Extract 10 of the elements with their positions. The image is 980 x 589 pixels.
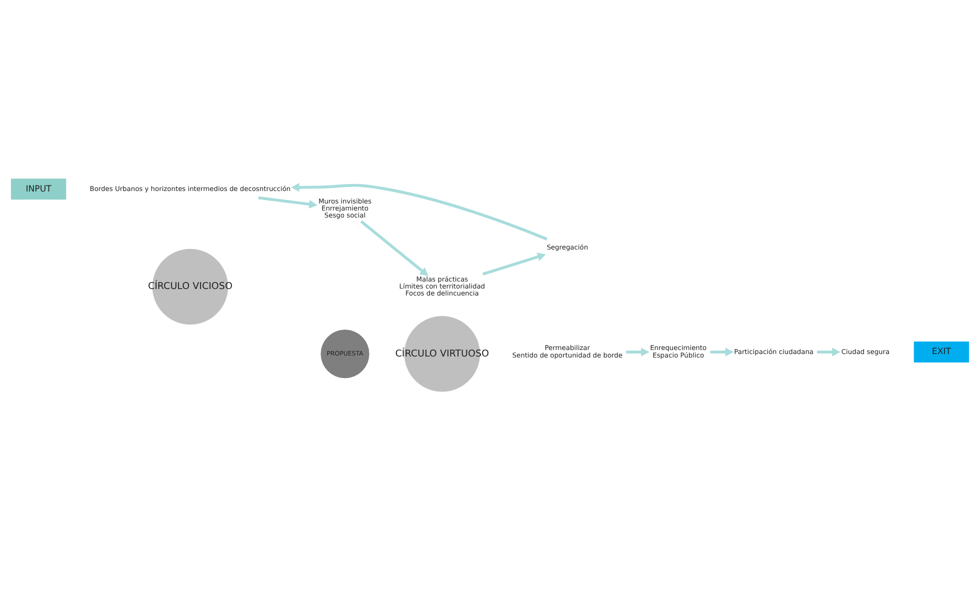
arrow (290, 183, 548, 240)
node-box: INPUT (10, 178, 66, 200)
arrow (817, 348, 840, 356)
arrow (258, 196, 318, 209)
node-box: EXIT (914, 342, 970, 362)
node-label: CÍRCULO VIRTUOSO (395, 348, 489, 360)
arrow (360, 220, 428, 276)
arrow (710, 348, 734, 356)
arrow (626, 348, 650, 356)
arrow (482, 252, 546, 276)
